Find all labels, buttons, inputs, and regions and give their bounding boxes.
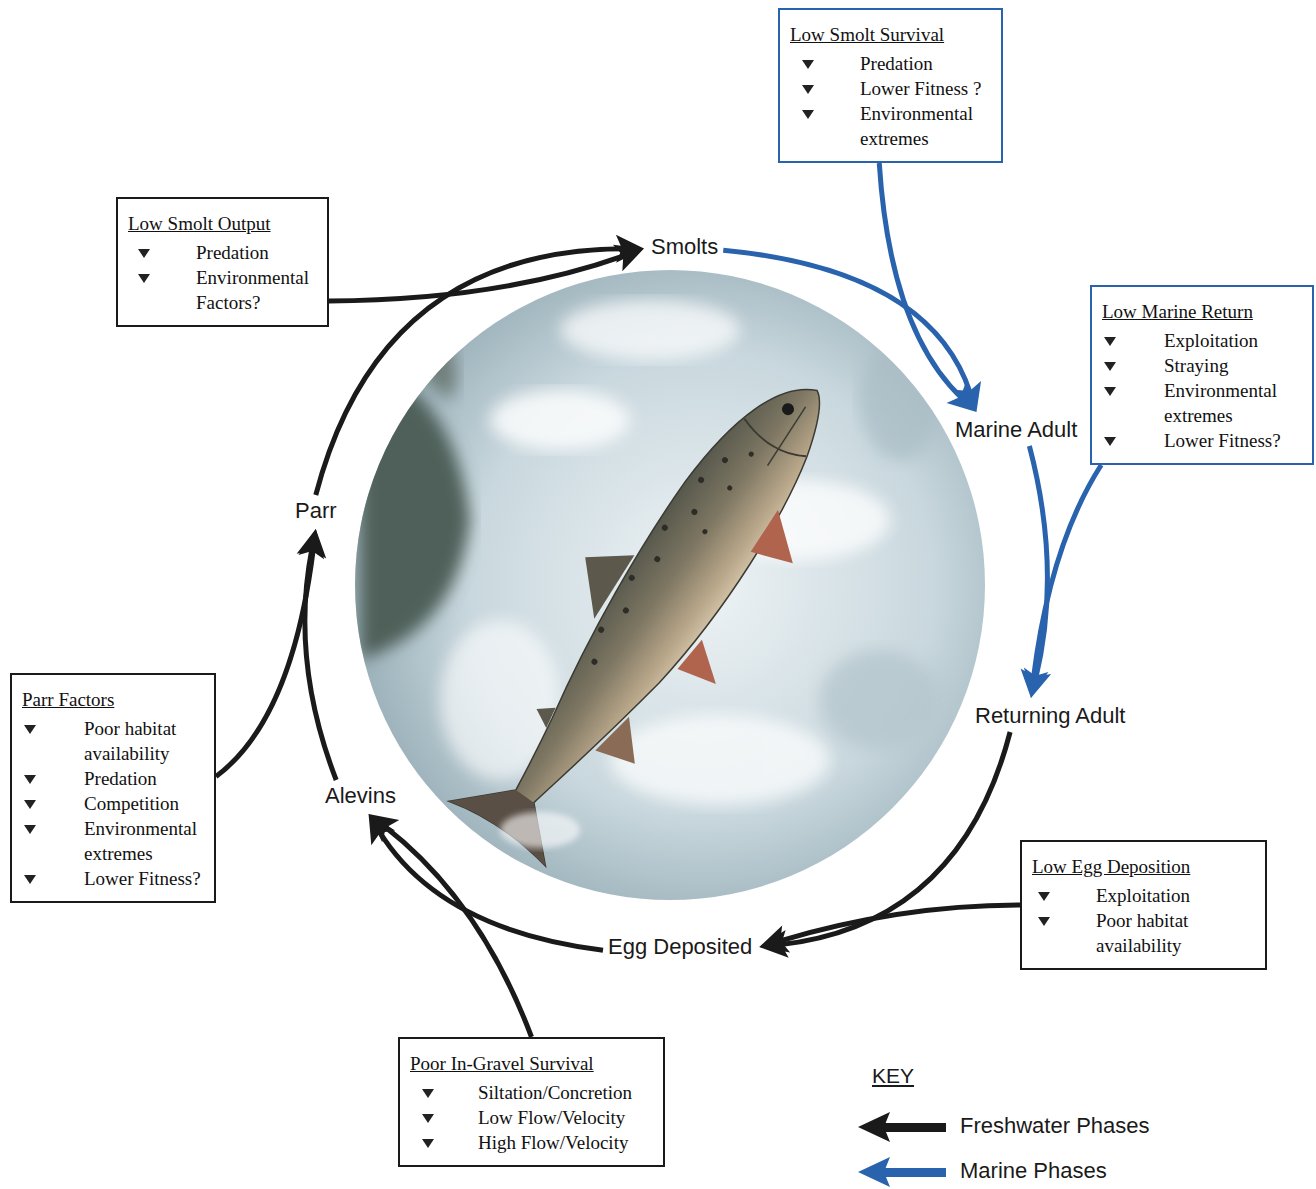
stage-name: Egg Deposited	[608, 934, 752, 960]
bullet-item: Exploitation	[1092, 328, 1308, 353]
water-photo	[350, 265, 990, 905]
bullet-item: Predation	[780, 51, 997, 76]
bullet-item: Environmental extremes	[12, 816, 210, 866]
box-heading: Low Marine Return	[1092, 299, 1308, 324]
arrowhead	[1021, 668, 1049, 698]
arrowhead	[947, 383, 977, 412]
factor-box: Low Egg DepositionExploitationPoor habit…	[1020, 840, 1267, 970]
box-heading: Low Egg Deposition	[1022, 854, 1261, 879]
legend-text: Marine Phases	[960, 1158, 1107, 1184]
factor-box: Parr FactorsPoor habitat availabilityPre…	[10, 673, 216, 903]
arrowhead	[369, 814, 400, 842]
stage-name: Parr	[295, 498, 337, 524]
stage-name: Marine Adult	[955, 417, 1077, 443]
cycle-arrow	[759, 732, 1010, 958]
bullet-item: Environmental extremes	[780, 101, 997, 151]
arrowhead	[613, 245, 644, 271]
connector-line	[329, 255, 625, 301]
bullet-item: Environmental extremes	[1092, 378, 1308, 428]
stage-label: Marine Adult	[950, 414, 1082, 446]
arrowhead	[298, 529, 326, 559]
bullet-item: Poor habitat availability	[1022, 908, 1261, 958]
bullet-item: Lower Fitness?	[1092, 428, 1308, 453]
bullet-item: Low Flow/Velocity	[400, 1105, 659, 1130]
key-heading: KEY	[872, 1064, 914, 1088]
bullet-item: Predation	[12, 766, 210, 791]
bullet-item: Poor habitat availability	[12, 716, 210, 766]
cycle-arrow	[879, 163, 976, 412]
stage-label: Parr	[290, 495, 342, 527]
legend-text: Freshwater Phases	[960, 1113, 1150, 1139]
legend-arrow-marine	[858, 1157, 946, 1187]
box-heading: Poor In-Gravel Survival	[400, 1051, 659, 1076]
stage-name: Returning Adult	[975, 703, 1125, 729]
bullet-item: Lower Fitness?	[12, 866, 210, 891]
factor-box: Low Smolt OutputPredationEnvironmental F…	[116, 197, 329, 327]
cycle-arrow	[329, 245, 644, 301]
connector-line	[384, 826, 531, 1037]
bullet-item: High Flow/Velocity	[400, 1130, 659, 1155]
connector-line	[879, 163, 962, 398]
arrowhead	[759, 926, 790, 953]
cycle-arrow	[216, 529, 326, 777]
connector-line	[778, 905, 1020, 941]
cycle-arrow	[369, 814, 603, 950]
stage-label: Alevins	[320, 780, 401, 812]
bullet-item: Exploitation	[1022, 883, 1261, 908]
cycle-arrow	[316, 235, 644, 495]
bullet-item: Environmental Factors?	[118, 265, 323, 315]
cycle-arrow	[759, 905, 1020, 952]
bullet-item: Lower Fitness ?	[780, 76, 997, 101]
stage-label: Smolts	[646, 231, 723, 263]
box-heading: Parr Factors	[12, 687, 210, 712]
stage-name: Smolts	[651, 234, 718, 260]
bullet-item: Siltation/Concretion	[400, 1080, 659, 1105]
box-heading: Low Smolt Output	[118, 211, 323, 236]
cycle-arrow	[369, 814, 532, 1037]
stage-label: Returning Adult	[970, 700, 1130, 732]
factor-box: Low Marine ReturnExploitationStrayingEnv…	[1090, 285, 1314, 465]
cycle-arrow	[297, 529, 337, 780]
bullet-item: Predation	[118, 240, 323, 265]
cycle-arrow	[1021, 465, 1102, 698]
bullet-item: Competition	[12, 791, 210, 816]
connector-line	[723, 250, 970, 393]
factor-box: Low Smolt SurvivalPredationLower Fitness…	[778, 8, 1003, 163]
stage-label: Egg Deposited	[603, 931, 757, 963]
connector-line	[1033, 465, 1101, 678]
box-heading: Low Smolt Survival	[780, 22, 997, 47]
salmon-figure	[425, 337, 889, 888]
legend-arrow-freshwater	[858, 1112, 946, 1142]
connector-line	[216, 549, 313, 777]
factor-box: Poor In-Gravel SurvivalSiltation/Concret…	[398, 1037, 665, 1167]
connector-line	[316, 249, 624, 495]
cycle-arrow	[723, 250, 981, 412]
bullet-item: Straying	[1092, 353, 1308, 378]
stage-name: Alevins	[325, 783, 396, 809]
